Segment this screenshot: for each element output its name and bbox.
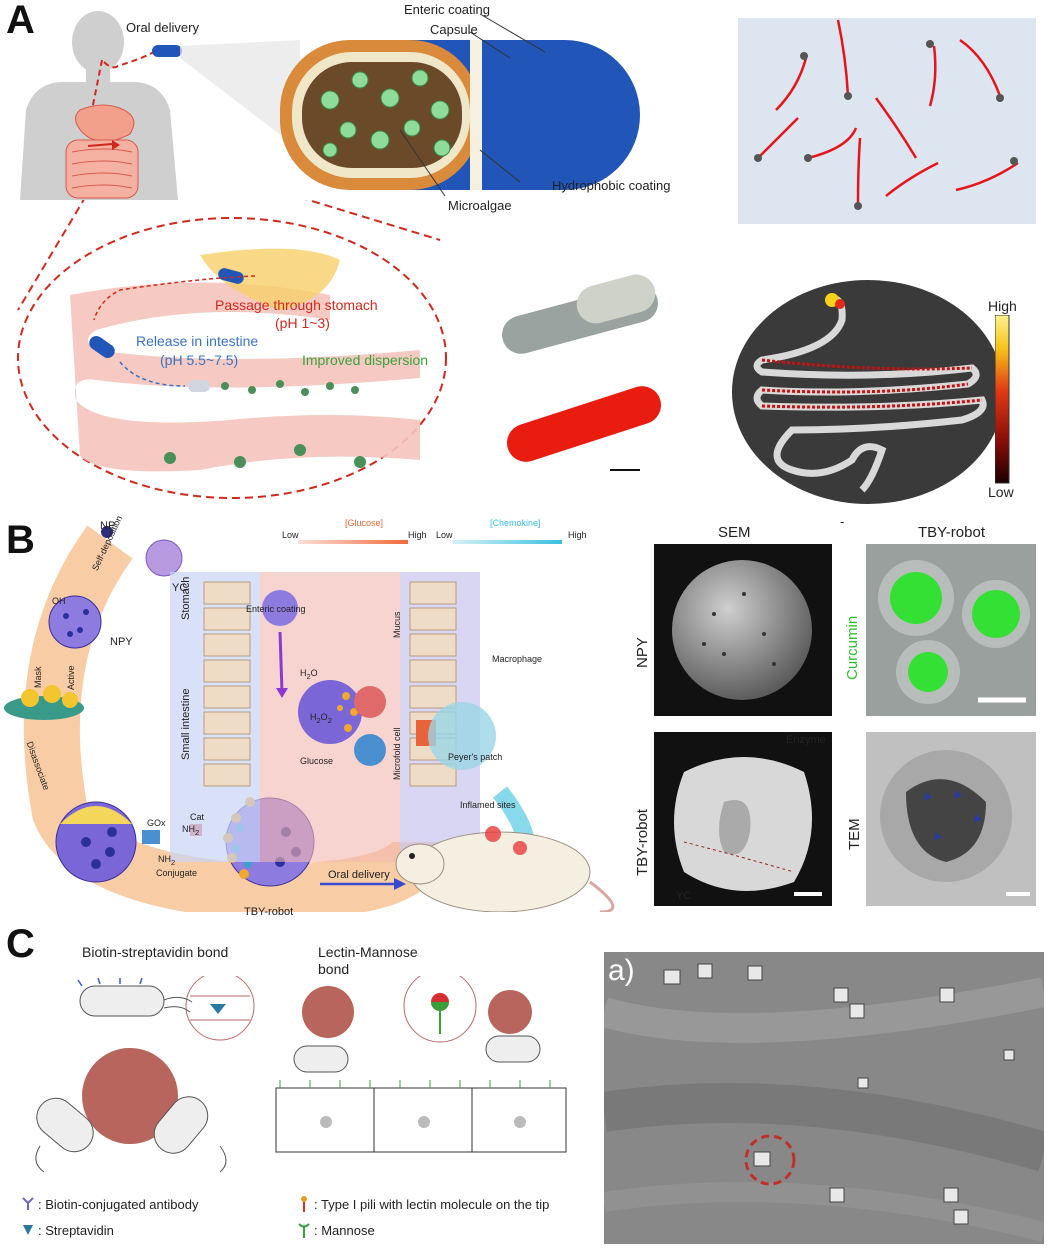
microfold-cell-label: Microfold cell xyxy=(392,727,402,780)
nh2-text-b: NH xyxy=(158,854,171,864)
enteric-coating-b-label: Enteric coating xyxy=(246,604,306,614)
glucose-high-label: High xyxy=(408,530,427,540)
legend-streptavidin-label: : Streptavidin xyxy=(38,1223,114,1238)
sem-header: SEM xyxy=(718,524,751,541)
small-intestine-label: Small intestine xyxy=(180,688,192,760)
glucose-low-label: Low xyxy=(282,530,299,540)
human-silhouette xyxy=(20,11,178,200)
capsule-renders xyxy=(502,274,662,471)
curcumin-label: Curcumin xyxy=(844,615,861,680)
biotin-streptavidin-diagram xyxy=(35,976,255,1173)
intestine-zoom-illustration xyxy=(17,200,447,499)
invivo-fluorescence-image xyxy=(732,280,1004,504)
gox-label: GOx xyxy=(147,818,166,828)
microalgae-label: Microalgae xyxy=(448,198,512,213)
chemokine-low-label: Low xyxy=(436,530,453,540)
tby-robot-header: TBY-robot xyxy=(918,524,985,541)
legend-pili-icon xyxy=(301,1196,307,1212)
h2o-label: H2O xyxy=(300,668,318,681)
mini-capsule-icon xyxy=(152,45,182,57)
yc-label: YC xyxy=(172,582,188,594)
yc-arrow-label: YC xyxy=(676,890,692,902)
legend-biotin-label: : Biotin-conjugated antibody xyxy=(38,1197,199,1212)
mucus-label: Mucus xyxy=(392,611,402,638)
nh2-label-a: NH2 xyxy=(182,824,200,837)
capsule-illustration xyxy=(180,13,640,197)
h2o-text: H xyxy=(300,668,307,678)
curcumin-fluorescence-image xyxy=(866,544,1036,716)
trajectory-image xyxy=(738,18,1036,224)
tby-robot-assembly-diagram xyxy=(4,525,615,912)
glucose-label: Glucose xyxy=(300,756,334,766)
colorbar-high-label: High xyxy=(988,298,1017,314)
oral-delivery-b-label: Oral delivery xyxy=(328,869,390,881)
chemokine-high-label: High xyxy=(568,530,587,540)
cat-label: Cat xyxy=(190,812,205,822)
legend-biotin-icon xyxy=(22,1197,34,1210)
panel-label-c: C xyxy=(6,922,35,966)
intestine-release-label: Release in intestine xyxy=(136,333,259,349)
row-label-npy: NPY xyxy=(634,637,651,668)
dispersion-label: Improved dispersion xyxy=(302,352,429,368)
row-label-tby: TBY-robot xyxy=(634,809,651,876)
mask-label: Mask xyxy=(33,666,43,688)
sem-tby-image xyxy=(654,732,832,906)
stomach-label: Stomach xyxy=(180,576,192,620)
sem-npy-image xyxy=(654,544,832,716)
nh2-text-a: NH xyxy=(182,824,195,834)
panel-label-b: B xyxy=(6,518,35,562)
np-label: NP xyxy=(100,520,116,532)
conjugate-label: Conjugate xyxy=(156,868,198,878)
stomach-ph-label: (pH 1~3) xyxy=(275,315,330,331)
chemokine-bar-label: [Chemokine] xyxy=(490,518,541,528)
intensity-colorbar xyxy=(995,315,1010,484)
tby-robot-label: TBY-robot xyxy=(244,906,294,918)
dash-mark: - xyxy=(840,514,845,529)
legend-mannose-label: : Mannose xyxy=(314,1223,375,1238)
legend-mannose-icon xyxy=(298,1223,310,1238)
stomach-passage-label: Passage through stomach xyxy=(215,297,378,313)
inflamed-sites-label: Inflamed sites xyxy=(460,800,516,810)
panel-label-a: A xyxy=(6,0,35,42)
intestine-ph-label: (pH 5.5~7.5) xyxy=(160,352,239,368)
glucose-bar-label: [Glucose] xyxy=(345,518,384,528)
macrophage-label: Macrophage xyxy=(492,654,543,664)
biotin-streptavidin-title: Biotin-streptavidin bond xyxy=(82,944,229,960)
legend-streptavidin-icon xyxy=(23,1225,33,1235)
tem-image xyxy=(866,732,1036,906)
enteric-coating-label: Enteric coating xyxy=(404,2,490,17)
oh-label: OH xyxy=(52,596,66,606)
trajectory-paths xyxy=(754,19,1019,210)
sem-panel-label: a) xyxy=(608,954,635,987)
nh2-label-b: NH2 xyxy=(158,854,176,867)
lectin-mannose-diagram xyxy=(275,976,567,1153)
peyers-patch-label: Peyer's patch xyxy=(448,752,503,762)
npy-label: NPY xyxy=(110,636,133,648)
tem-label: TEM xyxy=(846,818,863,850)
hydrophobic-coating-label: Hydrophobic coating xyxy=(552,178,671,193)
h2o2-label: H2O2 xyxy=(310,712,332,725)
active-label: Active xyxy=(66,665,76,690)
oral-delivery-label: Oral delivery xyxy=(126,20,199,35)
lectin-mannose-title: Lectin-Mannose bond xyxy=(318,944,418,977)
enzyme-label: Enzyme xyxy=(786,734,826,746)
colorbar-low-label: Low xyxy=(988,484,1014,500)
legend-pili-label: : Type I pili with lectin molecule on th… xyxy=(314,1197,550,1212)
h2o2-text: H xyxy=(310,712,317,722)
bacteria-sem-image xyxy=(604,952,1044,1244)
capsule-label: Capsule xyxy=(430,22,478,37)
